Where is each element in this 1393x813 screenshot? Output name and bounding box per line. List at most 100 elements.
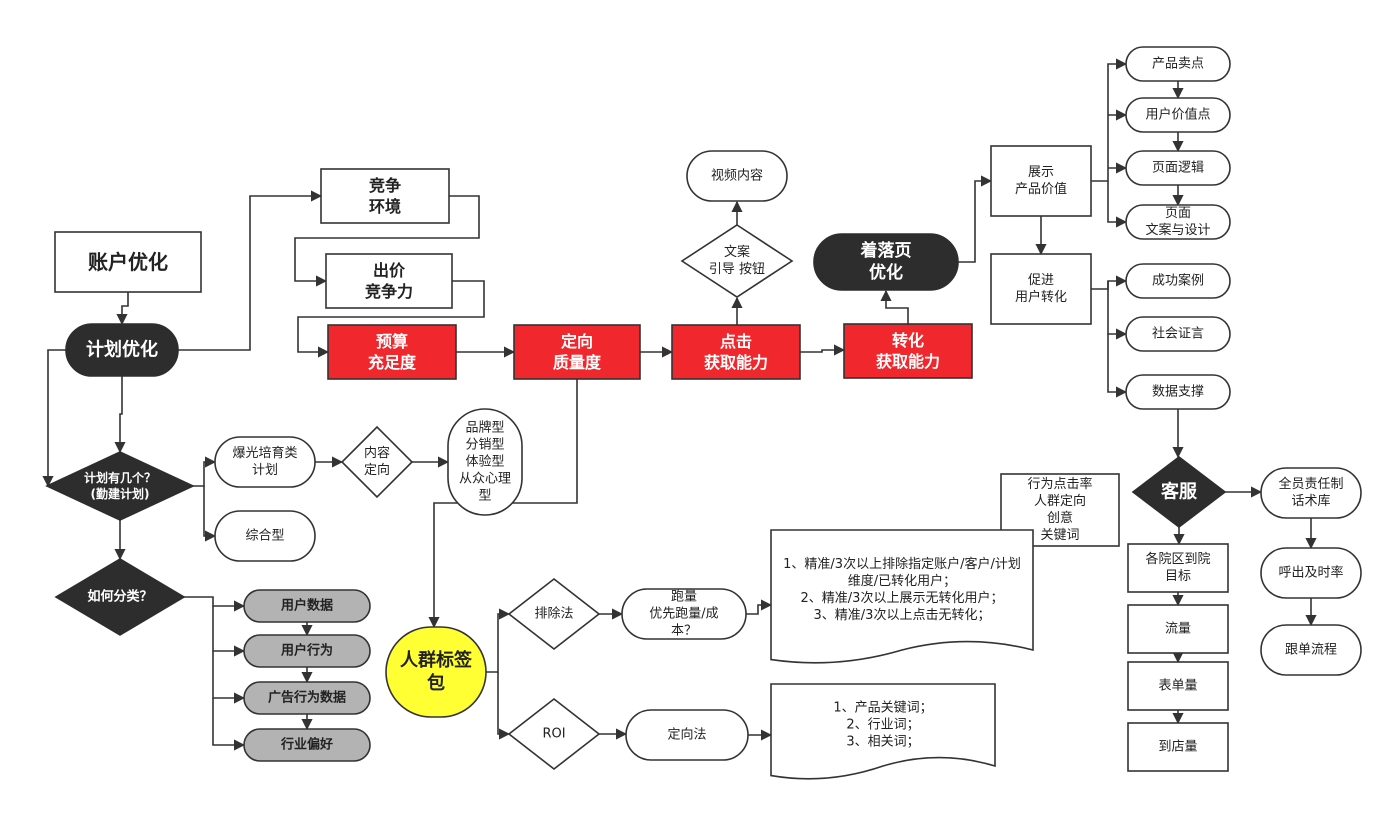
node-label-line: 计划有几个？ <box>84 470 156 485</box>
node-shape <box>1260 547 1362 599</box>
connector-arrow <box>116 292 129 326</box>
node-shape <box>1127 722 1229 772</box>
node-shape <box>243 681 371 715</box>
node-label-line: 数据支撑 <box>1152 385 1204 400</box>
node-shape <box>65 323 179 377</box>
node-shape <box>1131 455 1227 529</box>
node-shape <box>214 510 316 562</box>
connector-arrow <box>297 280 485 358</box>
node-label-line: 从众心理 <box>459 471 511 486</box>
node-shape <box>1127 543 1229 593</box>
connector-arrow <box>486 608 511 673</box>
node-shape <box>1125 204 1231 240</box>
node-shape <box>990 253 1092 325</box>
connector-arrow <box>1107 181 1128 228</box>
connector-arrow <box>212 606 246 657</box>
node-shape <box>671 324 801 380</box>
connector-arrow <box>497 672 511 740</box>
node-label-line: 优先跑量/成 <box>649 607 718 622</box>
node-label-line: 环境 <box>369 197 401 216</box>
node-traffic: 流量 <box>1127 604 1229 654</box>
node-label-line: 社会证言 <box>1152 326 1204 342</box>
node-label-line: 表单量 <box>1158 679 1197 694</box>
node-shape <box>813 233 959 291</box>
node-label-line: 维度/已转化用户； <box>848 573 956 589</box>
node-page-logic: 页面逻辑 <box>1125 150 1231 186</box>
node-label-line: 流量 <box>1165 622 1191 637</box>
node-comprehensive: 综合型 <box>214 510 316 562</box>
node-plan: 计划优化 <box>65 323 179 377</box>
connector-arrow <box>42 349 66 488</box>
node-label-line: 话术库 <box>1291 493 1330 509</box>
node-label-line: 定向 <box>364 462 390 478</box>
node-label-line: 广告行为数据 <box>268 690 346 706</box>
node-label-line: 创意 <box>1047 510 1073 526</box>
node-shape <box>325 253 453 309</box>
node-label-line: 文案 <box>724 245 750 260</box>
node-shape <box>243 589 371 623</box>
node-label-line: 计划优化 <box>86 339 158 361</box>
connector-arrow <box>184 596 246 612</box>
node-label-line: 呼出及时率 <box>1278 565 1343 581</box>
node-plan-count: 计划有几个？(勤建计划) <box>45 451 195 521</box>
node-label-line: 文案与设计 <box>1145 223 1210 238</box>
node-shape <box>327 324 457 380</box>
node-shape <box>1125 150 1231 186</box>
node-classify: 如何分类？ <box>54 558 186 636</box>
node-label-line: 3、相关词； <box>846 734 919 749</box>
node-label-line: 页面 <box>1165 206 1191 221</box>
node-shape <box>770 529 1034 664</box>
node-label-line: 分销型 <box>465 438 504 453</box>
node-label-line: 充足度 <box>368 353 417 372</box>
connector-arrow <box>203 486 217 542</box>
node-industry: 行业偏好 <box>243 728 371 762</box>
node-label-line: 人群定向 <box>1034 493 1086 509</box>
node-shape <box>507 577 601 651</box>
node-customer-service: 客服 <box>1131 455 1227 529</box>
node-ad-behavior: 广告行为数据 <box>243 681 371 715</box>
node-exclude: 排除法 <box>507 577 601 651</box>
node-visits: 到店量 <box>1127 722 1229 772</box>
node-label-line: 点击 <box>720 332 752 351</box>
node-shape <box>54 558 186 636</box>
node-account: 账户优化 <box>54 231 202 293</box>
node-label-line: 定向法 <box>667 727 706 743</box>
node-label-line: 着落页 <box>860 240 912 261</box>
node-shape <box>447 408 523 516</box>
node-shape <box>1125 263 1231 299</box>
node-shape <box>843 323 973 379</box>
node-label-line: 人群标签 <box>400 649 473 671</box>
node-shape <box>214 436 316 488</box>
node-label-line: 产品价值 <box>1015 181 1067 197</box>
connector-arrow <box>178 190 323 351</box>
node-label-line: 全员责任制 <box>1278 476 1343 492</box>
node-label-line: 成功案例 <box>1152 274 1204 289</box>
node-label-line: 目标 <box>1165 569 1191 584</box>
node-label-line: 行为点击率 <box>1027 476 1092 492</box>
node-keyword-doc: 1、产品关键词；2、行业词；3、相关词； <box>770 683 996 780</box>
node-label-line: 竞争 <box>369 176 401 195</box>
node-label-line: 促进 <box>1028 273 1054 288</box>
node-video: 视频内容 <box>686 150 788 202</box>
node-label-line: 产品卖点 <box>1152 57 1204 72</box>
node-shape <box>625 709 749 761</box>
node-label-line: 用户行为 <box>280 643 333 659</box>
node-label-line: 品牌型 <box>465 420 504 436</box>
node-shape <box>621 588 747 640</box>
node-label-line: 1、产品关键词； <box>833 701 932 716</box>
node-shape <box>54 231 202 293</box>
node-label-line: 本？ <box>671 623 697 638</box>
node-label-line: 引导 按钮 <box>709 262 765 277</box>
node-label-line: 排除法 <box>534 607 573 622</box>
connector-arrow <box>1107 334 1128 398</box>
